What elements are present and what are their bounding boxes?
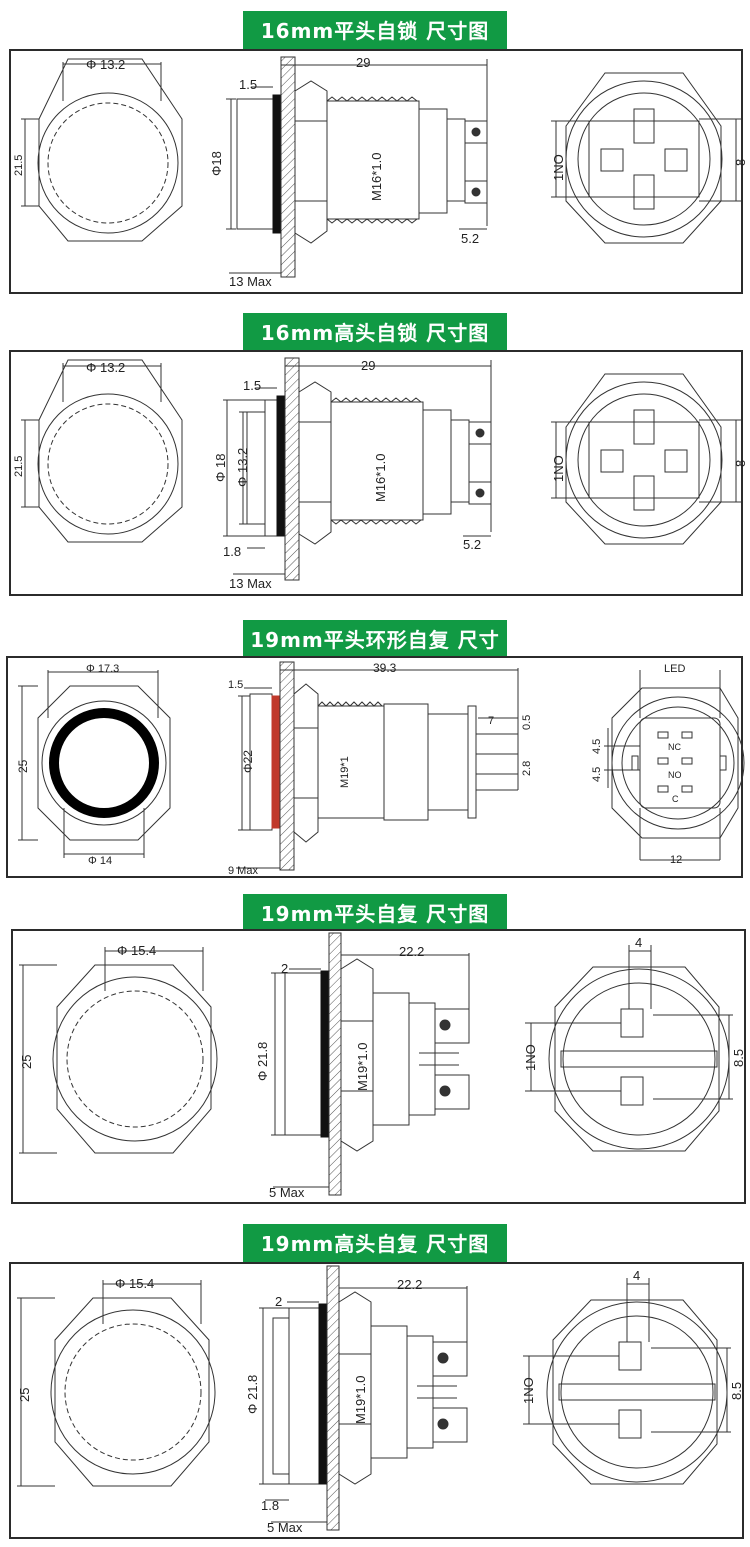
thread-label: M16*1.0 <box>369 153 384 201</box>
section-title: 16mm平头自锁 尺寸图 <box>243 11 507 51</box>
front-diameter-label: Φ 13.2 <box>86 360 125 375</box>
thread-label: M19*1.0 <box>353 1376 368 1424</box>
head-thickness-label: 2 <box>281 961 288 976</box>
diagram-panel-19mm-ring-momentary: Φ 17.3 Φ 14 25 1.5 39.3 Φ22 M19*1 7 0.5 … <box>6 656 745 878</box>
pin-c-label: C <box>672 794 679 804</box>
front-height-label: 21.5 <box>13 456 25 477</box>
terminal-length-label: 7 <box>488 715 494 727</box>
pin-width-label: 4 <box>635 935 642 950</box>
side-diameter-label: Φ22 <box>241 750 255 773</box>
back-width-label: 12 <box>670 854 682 866</box>
cap-height-label: 1.8 <box>223 544 241 559</box>
thread-label: M19*1 <box>339 756 351 788</box>
section-title: 19mm平头环形自复 尺寸图 <box>243 620 507 692</box>
length-label: 39.3 <box>373 661 397 675</box>
section-title: 16mm高头自锁 尺寸图 <box>243 313 507 353</box>
diagram-panel-19mm-flat-momentary: Φ 15.4 25 2 22.2 Φ 21.8 M19*1.0 5 Max 4 … <box>11 929 746 1204</box>
pin-spacing-label: 4.5 <box>591 739 603 754</box>
side-diameter-label: Φ18 <box>209 151 224 176</box>
pin-width-label: 4 <box>633 1268 640 1283</box>
section-title: 19mm平头自复 尺寸图 <box>243 894 507 934</box>
head-thickness-label: 2 <box>275 1294 282 1309</box>
diagram-panel-16mm-high-latching: Φ 13.2 21.5 1.5 29 Φ 18 Φ 13.2 1.8 M16*1… <box>9 350 745 596</box>
back-contact-label: 1NO <box>521 1377 536 1404</box>
length-label: 29 <box>361 358 375 373</box>
side-diameter-label: Φ 21.8 <box>255 1042 270 1081</box>
front-inner-diameter-label: Φ 14 <box>88 855 112 867</box>
back-width-label: 8 <box>733 460 745 467</box>
section-title: 19mm高头自复 尺寸图 <box>243 1224 507 1264</box>
led-label: LED <box>664 663 685 675</box>
back-contact-label: 1NO <box>523 1044 538 1071</box>
diagram-panel-16mm-flat-latching: Φ 13.2 21.5 1.5 29 Φ18 M16*1.0 5.2 13 Ma… <box>9 49 745 294</box>
back-width-label: 8.5 <box>729 1382 744 1400</box>
head-thickness-label: 1.5 <box>243 378 261 393</box>
thread-label: M19*1.0 <box>355 1043 370 1091</box>
hex-nut-outline <box>38 58 183 242</box>
pin-nc-label: NC <box>668 742 681 752</box>
side-diameter-label: Φ 21.8 <box>245 1375 260 1414</box>
diagram-panel-19mm-high-momentary: Φ 15.4 25 2 22.2 Φ 21.8 M19*1.0 1.8 5 Ma… <box>9 1262 744 1539</box>
back-width-label: 8 <box>733 159 745 166</box>
thread-label: M16*1.0 <box>373 454 388 502</box>
cap-height-label: 1.8 <box>261 1498 279 1513</box>
length-label: 22.2 <box>399 944 424 959</box>
front-outer-diameter-label: Φ 17.3 <box>86 663 119 675</box>
front-height-label: 21.5 <box>13 155 25 176</box>
back-contact-label: 1NO <box>551 154 566 181</box>
head-thickness-label: 1.5 <box>239 77 257 92</box>
panel-max-label: 13 Max <box>229 274 272 289</box>
length-label: 29 <box>356 55 370 70</box>
front-diameter-label: Φ 13.2 <box>86 57 125 72</box>
front-diameter-label: Φ 15.4 <box>115 1276 154 1291</box>
dimension-drawing: Φ 15.4 25 2 22.2 Φ 21.8 M19*1.0 1.8 5 Ma… <box>17 1265 744 1535</box>
dimension-drawing: Φ 15.4 25 2 22.2 Φ 21.8 M19*1.0 5 Max 4 … <box>19 932 746 1200</box>
front-height-label: 25 <box>17 1388 32 1402</box>
terminal-width-label: 5.2 <box>463 537 481 552</box>
terminal-width-label: 5.2 <box>461 231 479 246</box>
back-width-label: 8.5 <box>731 1049 746 1067</box>
front-height-label: 25 <box>19 1055 34 1069</box>
panel-max-label: 9 Max <box>228 865 258 877</box>
side-inner-diameter-label: Φ 13.2 <box>235 448 250 487</box>
panel-max-label: 13 Max <box>229 576 272 591</box>
dimension-drawing: Φ 13.2 21.5 1.5 29 Φ18 M16*1.0 5.2 13 Ma… <box>13 55 745 289</box>
head-thickness-label: 1.5 <box>228 679 243 691</box>
dimension-drawing: Φ 17.3 Φ 14 25 1.5 39.3 Φ22 M19*1 7 0.5 … <box>16 661 745 877</box>
side-diameter-label: Φ 18 <box>213 454 228 482</box>
dimension-drawing: Φ 13.2 21.5 1.5 29 Φ 18 Φ 13.2 1.8 M16*1… <box>13 357 745 591</box>
panel-max-label: 5 Max <box>267 1520 303 1535</box>
front-height-label: 25 <box>16 759 30 773</box>
length-label: 22.2 <box>397 1277 422 1292</box>
pin-spacing-label-2: 4.5 <box>591 767 603 782</box>
back-contact-label: 1NO <box>551 455 566 482</box>
front-diameter-label: Φ 15.4 <box>117 943 156 958</box>
pin-no-label: NO <box>668 770 682 780</box>
terminal-width-label: 2.8 <box>521 761 533 776</box>
terminal-thickness-label: 0.5 <box>521 715 533 730</box>
panel-max-label: 5 Max <box>269 1185 305 1200</box>
